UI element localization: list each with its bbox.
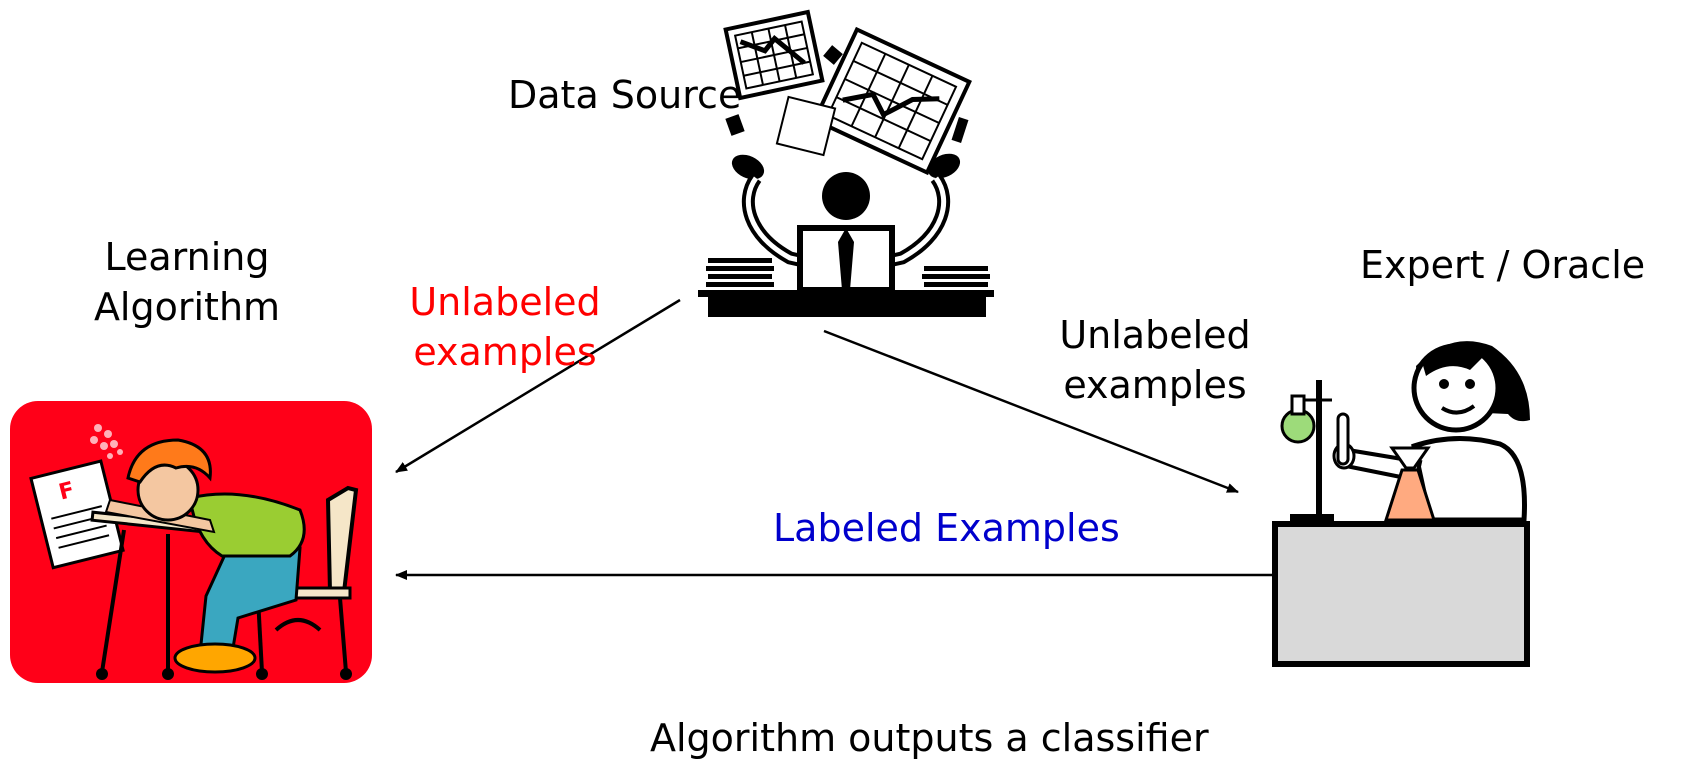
arrow-source-to-learner [395,298,681,474]
labeled-examples-label: Labeled Examples [773,506,1120,550]
expert-icon [1272,341,1530,667]
arrow-source-to-expert [823,329,1239,494]
learning-algorithm-label: Learning Algorithm [93,235,281,329]
expert-oracle-label: Expert / Oracle [1360,243,1646,287]
unlabeled-to-learner-label: Unlabeled examples [409,280,601,374]
svg-text:F: F [56,478,77,506]
data-source-icon [698,9,994,317]
data-source-label: Data Source [508,73,742,117]
footer-caption: Algorithm outputs a classifier [650,716,1209,760]
unlabeled-to-expert-label: Unlabeled examples [1059,313,1251,407]
learner-icon: F [10,401,372,683]
